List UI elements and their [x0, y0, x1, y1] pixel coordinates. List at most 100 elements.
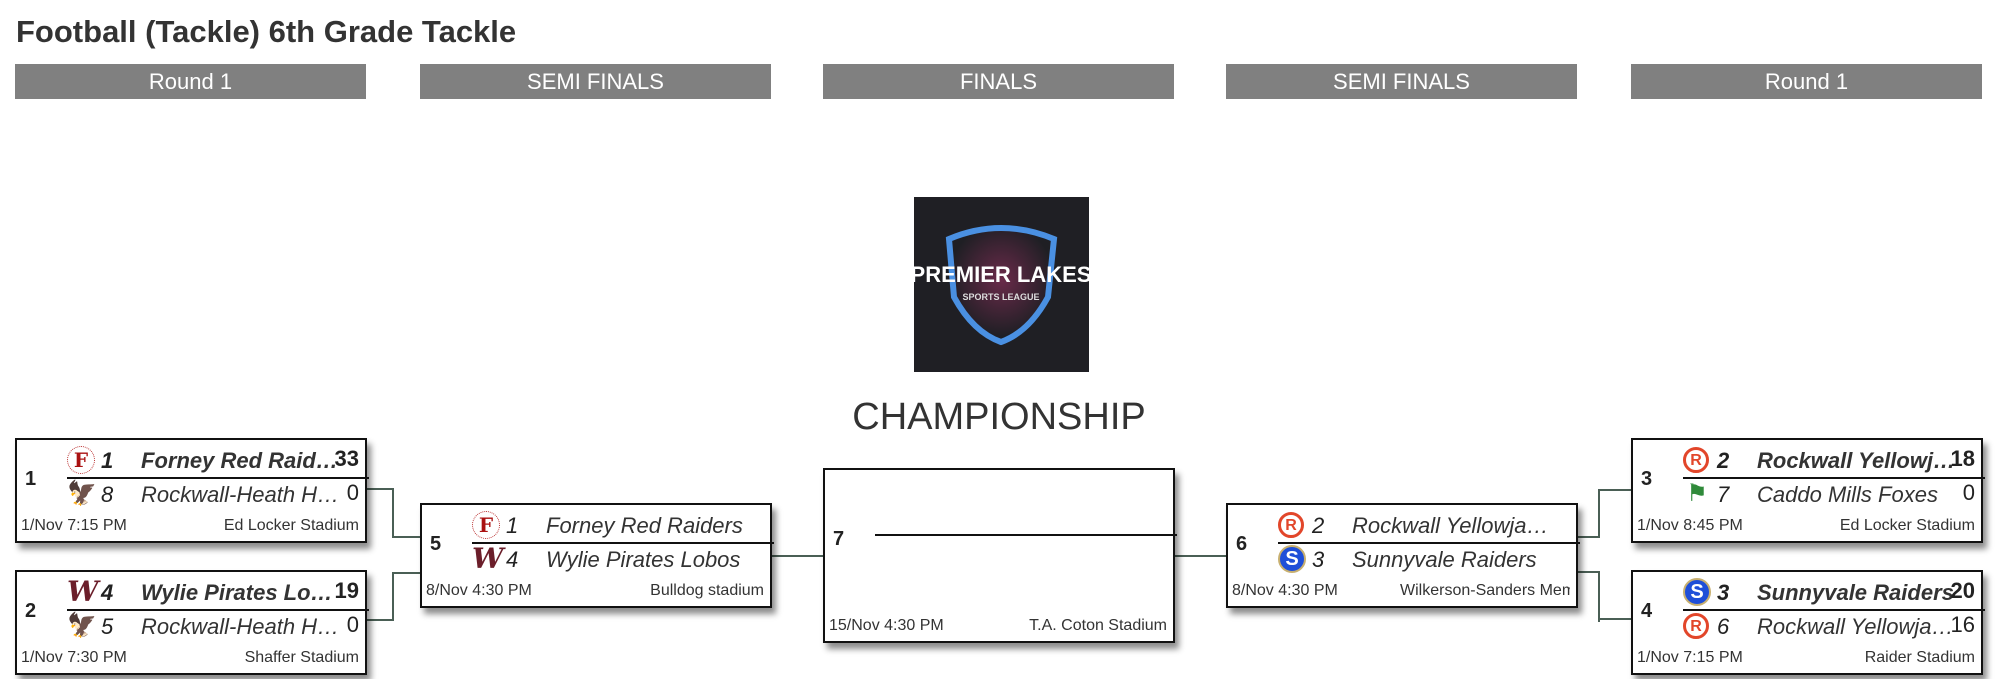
match-card-3[interactable]: 3 R 2 Rockwall Yellowjackets 18 ⚑ 7 Cadd… [1631, 438, 1985, 543]
match-number: 3 [1641, 468, 1653, 490]
team-row[interactable]: R 2 Rockwall Yellowjackets [1278, 509, 1576, 541]
hawks-logo-icon: 🦅 [67, 480, 97, 507]
team-name: Wylie Pirates Lobos [546, 547, 741, 572]
divider [472, 542, 774, 544]
match-date: 8/Nov 4:30 PM [426, 582, 532, 599]
match-footer: 8/Nov 4:30 PM Wilkerson-Sanders Memorial… [1232, 582, 1570, 600]
forney-logo-icon: F [472, 511, 500, 539]
match-date: 15/Nov 4:30 PM [829, 617, 944, 634]
match-venue: Ed Locker Stadium [223, 517, 359, 534]
team-score: 19 [334, 578, 359, 603]
connector [367, 572, 394, 621]
connector [1598, 618, 1631, 620]
round-header-right-semis: SEMI FINALS [1226, 64, 1577, 99]
round-header-finals: FINALS [823, 64, 1174, 99]
rockwall-logo-icon: R [1278, 512, 1304, 538]
team-seed: 1 [101, 448, 114, 473]
divider [1683, 609, 1985, 611]
match-date: 1/Nov 8:45 PM [1637, 517, 1743, 534]
round-header-left-round1: Round 1 [15, 64, 366, 99]
match-venue: Shaffer Stadium [244, 649, 359, 666]
team-row[interactable]: F 1 Forney Red Raiders [472, 509, 770, 541]
team-row[interactable]: 🦅 5 Rockwall-Heath Hawks 0 [67, 610, 365, 642]
match-number: 1 [25, 468, 37, 490]
team-row[interactable]: S 3 Sunnyvale Raiders 20 [1683, 576, 1981, 608]
match-number: 6 [1236, 533, 1248, 555]
page-title: Football (Tackle) 6th Grade Tackle [16, 14, 517, 49]
team-name: Sunnyvale Raiders [1352, 547, 1537, 572]
divider [1683, 477, 1985, 479]
connector [1577, 571, 1600, 622]
match-date: 1/Nov 7:15 PM [21, 517, 127, 534]
connector [367, 488, 394, 538]
rockwall-logo-icon: R [1683, 447, 1709, 473]
divider [1278, 542, 1580, 544]
team-seed: 8 [101, 482, 114, 507]
logo-text: PREMIER LAKES [914, 262, 1089, 287]
match-number: 2 [25, 600, 37, 622]
team-score: 16 [1950, 612, 1975, 637]
connector [1174, 555, 1226, 557]
match-footer: 1/Nov 8:45 PM Ed Locker Stadium [1637, 517, 1975, 535]
team-seed: 5 [101, 614, 114, 639]
hawks-logo-icon: 🦅 [67, 612, 97, 639]
league-logo: PREMIER LAKES SPORTS LEAGUE [911, 197, 1091, 372]
divider [67, 477, 369, 479]
team-score: 18 [1950, 446, 1975, 471]
team-row[interactable]: ⚑ 7 Caddo Mills Foxes 0 [1683, 478, 1981, 510]
match-venue: T.A. Coton Stadium [1029, 617, 1167, 634]
match-venue: Bulldog stadium [650, 582, 764, 599]
match-card-4[interactable]: 4 S 3 Sunnyvale Raiders 20 R 6 Rockwall … [1631, 570, 1985, 675]
wylie-logo-icon: W [472, 542, 504, 575]
championship-label: CHAMPIONSHIP [852, 396, 1146, 438]
team-name: Sunnyvale Raiders [1757, 580, 1954, 605]
team-name: Rockwall-Heath Hawks [141, 482, 341, 507]
team-row[interactable]: R 6 Rockwall Yellowjackets 16 [1683, 610, 1981, 642]
divider [875, 534, 1177, 536]
team-seed: 3 [1312, 547, 1325, 572]
match-date: 8/Nov 4:30 PM [1232, 582, 1338, 599]
match-card-1[interactable]: 1 F 1 Forney Red Raiders 33 🦅 8 Rockwall… [15, 438, 369, 543]
match-number: 7 [833, 528, 845, 550]
match-footer: 15/Nov 4:30 PM T.A. Coton Stadium [829, 617, 1167, 635]
connector [392, 572, 420, 574]
team-name: Forney Red Raiders [141, 448, 341, 473]
match-footer: 1/Nov 7:15 PM Raider Stadium [1637, 649, 1975, 667]
team-name: Caddo Mills Foxes [1757, 482, 1938, 507]
team-score: 0 [1962, 480, 1975, 505]
sunnyvale-logo-icon: S [1278, 545, 1306, 573]
team-seed: 4 [101, 580, 114, 605]
match-footer: 1/Nov 7:15 PM Ed Locker Stadium [21, 517, 359, 535]
caddo-mills-logo-icon: ⚑ [1686, 480, 1708, 507]
match-card-2[interactable]: 2 W 4 Wylie Pirates Lobos 19 🦅 5 Rockwal… [15, 570, 369, 675]
team-row[interactable]: W 4 Wylie Pirates Lobos 19 [67, 576, 365, 608]
team-seed: 2 [1717, 448, 1730, 473]
rockwall-logo-icon: R [1683, 613, 1709, 639]
match-venue: Wilkerson-Sanders Memorial Stadium [1400, 582, 1570, 599]
connector [1577, 489, 1600, 538]
team-row[interactable]: S 3 Sunnyvale Raiders [1278, 543, 1576, 575]
match-footer: 1/Nov 7:30 PM Shaffer Stadium [21, 649, 359, 667]
wylie-logo-icon: W [67, 575, 99, 608]
team-row[interactable]: R 2 Rockwall Yellowjackets 18 [1683, 444, 1981, 476]
team-seed: 3 [1717, 580, 1730, 605]
sunnyvale-logo-icon: S [1683, 578, 1711, 606]
connector [392, 536, 420, 538]
team-name: Forney Red Raiders [546, 513, 743, 538]
team-name: Wylie Pirates Lobos [141, 580, 341, 605]
final-match-card[interactable]: 7 15/Nov 4:30 PM T.A. Coton Stadium [823, 468, 1177, 643]
team-row[interactable]: F 1 Forney Red Raiders 33 [67, 444, 365, 476]
match-card-5[interactable]: 5 F 1 Forney Red Raiders W 4 Wylie Pirat… [420, 503, 774, 608]
team-row[interactable]: W 4 Wylie Pirates Lobos [472, 543, 770, 575]
match-card-6[interactable]: 6 R 2 Rockwall Yellowjackets S 3 Sunnyva… [1226, 503, 1580, 608]
team-seed: 6 [1717, 614, 1730, 639]
connector [1598, 489, 1631, 491]
team-name: Rockwall Yellowjackets [1352, 513, 1552, 538]
team-row[interactable]: 🦅 8 Rockwall-Heath Hawks 0 [67, 478, 365, 510]
match-date: 1/Nov 7:15 PM [1637, 649, 1743, 666]
team-name: Rockwall-Heath Hawks [141, 614, 341, 639]
team-seed: 7 [1717, 482, 1730, 507]
team-seed: 4 [506, 547, 519, 572]
connector [770, 555, 823, 557]
divider [67, 609, 369, 611]
